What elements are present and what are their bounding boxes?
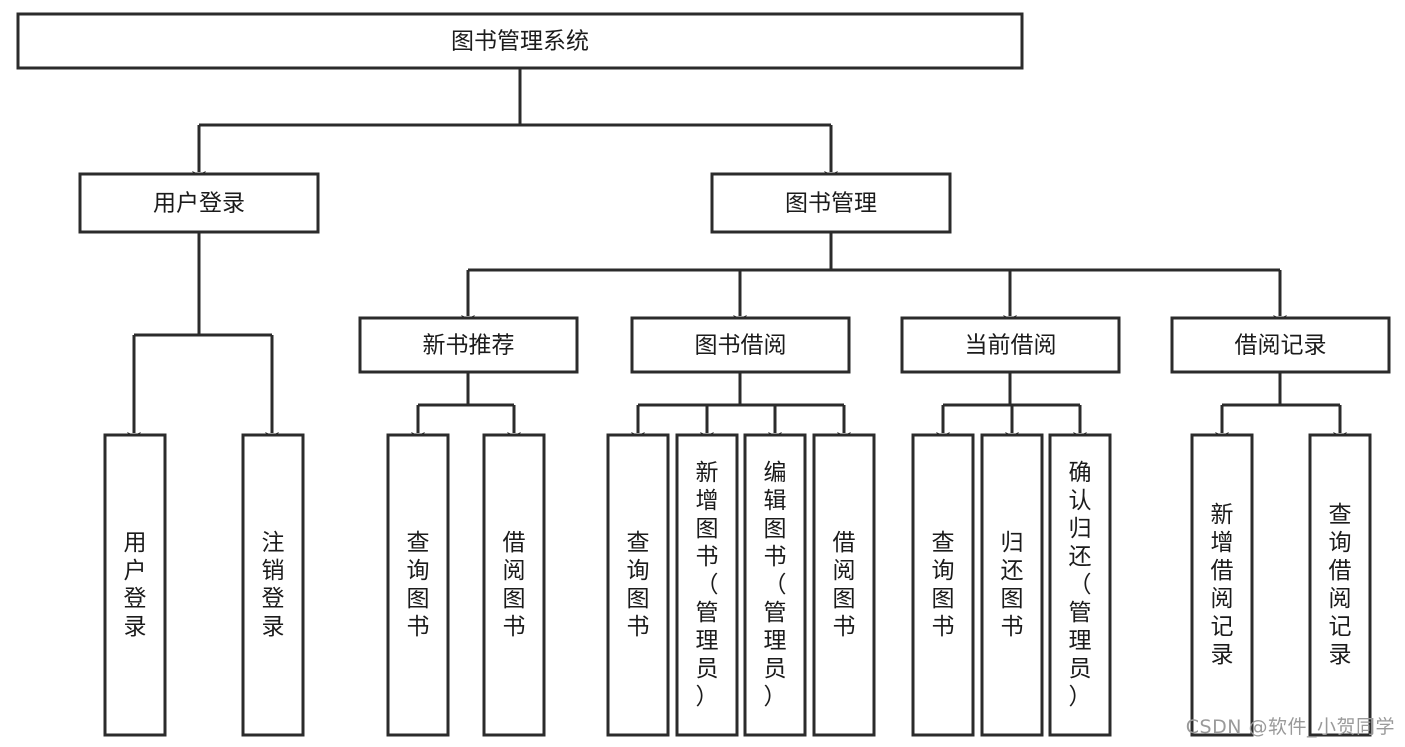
node-leaf-user-login[interactable]: 用户登录	[103, 433, 167, 737]
node-leaf-add-book-admin[interactable]: 新增图书（管理员）	[675, 433, 739, 737]
node-leaf-query-book-2-label: 查询图书	[627, 530, 650, 640]
node-leaf-query-book-3[interactable]: 查询图书	[911, 433, 975, 737]
node-leaf-borrow-book-2[interactable]: 借阅图书	[812, 433, 876, 737]
node-new-book-recommend-label: 新书推荐	[423, 333, 515, 359]
node-leaf-return-book[interactable]: 归还图书	[980, 433, 1044, 737]
node-borrow-record-label: 借阅记录	[1235, 333, 1327, 359]
node-book-management-label: 图书管理	[785, 191, 877, 217]
nodes-layer: 图书管理系统用户登录图书管理新书推荐图书借阅当前借阅借阅记录用户登录注销登录查询…	[16, 12, 1391, 737]
node-leaf-query-book-2[interactable]: 查询图书	[606, 433, 670, 737]
node-leaf-borrow-book-1[interactable]: 借阅图书	[482, 433, 546, 737]
node-leaf-add-borrow-record-label: 新增借阅记录	[1211, 502, 1234, 668]
node-leaf-user-login-label: 用户登录	[124, 530, 147, 640]
edges-layer	[127, 68, 1347, 444]
node-leaf-edit-book-admin-label: 编辑图书（管理员）	[764, 460, 787, 710]
node-leaf-query-borrow-record-label: 查询借阅记录	[1329, 502, 1352, 668]
node-new-book-recommend[interactable]: 新书推荐	[358, 316, 579, 374]
node-book-management[interactable]: 图书管理	[710, 172, 952, 234]
node-leaf-borrow-book-2-label: 借阅图书	[833, 530, 856, 640]
node-leaf-query-borrow-record[interactable]: 查询借阅记录	[1308, 433, 1372, 737]
node-leaf-query-book-1[interactable]: 查询图书	[386, 433, 450, 737]
node-book-borrow-label: 图书借阅	[695, 333, 787, 359]
node-borrow-record[interactable]: 借阅记录	[1170, 316, 1391, 374]
node-leaf-add-borrow-record[interactable]: 新增借阅记录	[1190, 433, 1254, 737]
node-leaf-query-book-1-label: 查询图书	[407, 530, 430, 640]
node-leaf-confirm-return-admin[interactable]: 确认归还（管理员）	[1048, 433, 1112, 737]
node-leaf-borrow-book-1-label: 借阅图书	[503, 530, 526, 640]
node-current-borrow[interactable]: 当前借阅	[900, 316, 1121, 374]
node-root-label: 图书管理系统	[451, 29, 589, 55]
node-leaf-logout-login-label: 注销登录	[262, 530, 285, 640]
node-root[interactable]: 图书管理系统	[16, 12, 1024, 70]
node-leaf-edit-book-admin[interactable]: 编辑图书（管理员）	[743, 433, 807, 737]
node-leaf-logout-login[interactable]: 注销登录	[241, 433, 305, 737]
node-leaf-query-book-3-label: 查询图书	[932, 530, 955, 640]
node-leaf-confirm-return-admin-label: 确认归还（管理员）	[1069, 460, 1092, 710]
node-leaf-add-book-admin-label: 新增图书（管理员）	[696, 460, 719, 710]
node-leaf-return-book-label: 归还图书	[1001, 530, 1024, 640]
node-book-borrow[interactable]: 图书借阅	[630, 316, 851, 374]
node-current-borrow-label: 当前借阅	[965, 333, 1057, 359]
node-user-login-label: 用户登录	[153, 191, 245, 217]
node-user-login[interactable]: 用户登录	[78, 172, 320, 234]
